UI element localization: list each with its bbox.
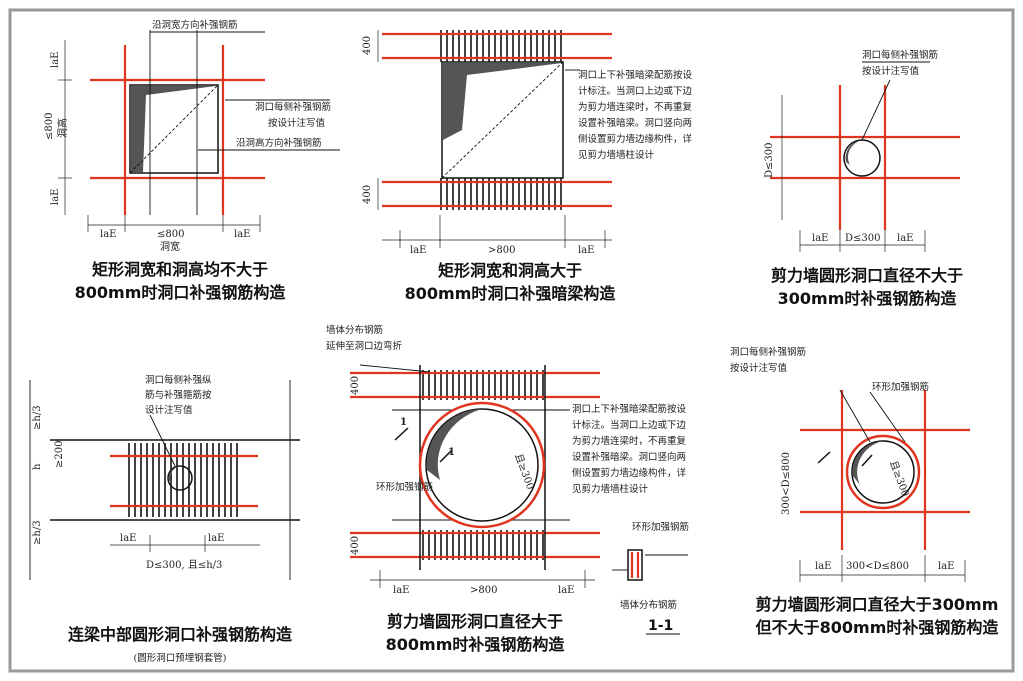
dim-D: D≤300, 且≤h/3 <box>146 559 222 571</box>
dim-D: D≤300 <box>845 233 880 244</box>
note-d4-l1: 洞口每侧补强纵 <box>145 374 212 386</box>
dim-laE-left: laE <box>120 533 136 544</box>
dim-laE-top: laE <box>50 52 61 68</box>
dim-laE-right: laE <box>234 229 250 240</box>
caption-2-line1: 矩形洞宽和洞高大于 <box>438 261 582 280</box>
note-sec-dist: 墙体分布钢筋 <box>620 599 677 611</box>
note-d3-l1: 洞口每侧补强钢筋 <box>862 49 938 61</box>
note-d5-r6: 见剪力墙墙柱设计 <box>572 483 649 495</box>
dim-width: >800 <box>470 585 497 596</box>
caption-5-line2: 800mm时补强钢筋构造 <box>386 635 566 654</box>
dim-400-bottom: 400 <box>350 536 361 555</box>
ring-rebar <box>418 401 546 529</box>
section-1-1: 环形加强钢筋 墙体分布钢筋 1-1 <box>612 521 689 635</box>
note-ring: 环形加强钢筋 <box>376 481 433 493</box>
dim-h: h <box>32 463 43 470</box>
dim-width: ≤800 <box>157 229 184 240</box>
note-d6-l1: 洞口每侧补强钢筋 <box>730 346 806 358</box>
note-each-side-1: 洞口每侧补强钢筋 <box>255 101 331 113</box>
caption-1-line2: 800mm时洞口补强钢筋构造 <box>75 283 287 302</box>
dim-laE-right: laE <box>208 533 224 544</box>
caption-2-line2: 800mm时洞口补强暗梁构造 <box>405 284 617 303</box>
dim-h3-top: ≥h/3 <box>32 405 43 430</box>
hole-height-label: 洞高 <box>56 118 69 138</box>
dim-400-top: 400 <box>362 36 373 55</box>
dim-laE-bottom: laE <box>50 189 61 205</box>
dim-laE-left: laE <box>815 561 831 572</box>
note-d3-l2: 按设计注写值 <box>862 65 920 77</box>
dim-400-top: 400 <box>350 376 361 395</box>
note-d2-l1: 洞口上下补强暗梁配筋按设 <box>578 69 693 81</box>
note-d5-top-2: 延伸至洞口边弯折 <box>326 340 403 352</box>
hole-outline <box>129 84 219 174</box>
note-d4-l2: 筋与补强箍筋按 <box>145 389 212 401</box>
dim-laE-right: laE <box>558 585 574 596</box>
dim-laE-left: laE <box>100 229 116 240</box>
diagram-rect-hole-small: laE ≤800 laE 洞宽 ≤800 洞高 laE laE 沿洞宽方向补强钢… <box>44 19 340 302</box>
hole-shadow <box>131 86 216 172</box>
note-d5-r4: 设置补强暗梁。洞口竖向两 <box>572 451 686 463</box>
caption-6-line2: 但不大于800mm时补强钢筋构造 <box>756 618 1000 637</box>
note-d2-l2: 计标注。当洞口上边或下边 <box>578 85 693 97</box>
note-d2-l3: 为剪力墙连梁时，不再重复 <box>578 101 693 113</box>
note-d2-l4: 设置补强暗梁。洞口竖向两 <box>578 117 692 129</box>
dim-D-vert: 300<D≤800 <box>781 452 792 515</box>
section-mark-1: 1 <box>400 417 407 428</box>
caption-4: 连梁中部圆形洞口补强钢筋构造 <box>68 625 293 644</box>
caption-5-line1: 剪力墙圆形洞口直径大于 <box>387 612 563 631</box>
diagram-circle-large: 1 1 laE >800 laE 400 400 且≥300 墙体分布钢筋 延伸… <box>326 324 687 654</box>
dim-400-bottom: 400 <box>362 185 373 204</box>
section-label: 1-1 <box>648 618 673 634</box>
caption-3-line2: 300mm时补强钢筋构造 <box>778 289 958 308</box>
note-d5-r5: 侧设置剪力墙边缘构件，详 <box>572 467 687 479</box>
diagram-circle-medium: laE 300<D≤800 laE 300<D≤800 且≥300 洞口每侧补强… <box>730 346 999 637</box>
caption-4-sub: (圆形洞口预埋钢套管) <box>134 652 227 664</box>
note-d6-ring: 环形加强钢筋 <box>872 381 929 393</box>
note-d4-l3: 设计注写值 <box>145 404 193 416</box>
note-each-side-2: 按设计注写值 <box>268 117 326 129</box>
sheet-border <box>8 8 1015 673</box>
dim-height: ≤800 <box>44 113 55 140</box>
caption-3-line1: 剪力墙圆形洞口直径不大于 <box>771 266 963 285</box>
note-height-rebar: 沿洞高方向补强钢筋 <box>236 137 322 149</box>
hole-width-label: 洞宽 <box>160 240 180 253</box>
dim-width: >800 <box>488 245 515 256</box>
dim-200: ≥200 <box>54 441 65 468</box>
note-d6-l2: 按设计注写值 <box>730 362 788 374</box>
diagram-coupling-beam: laE laE D≤300, 且≤h/3 h ≥h/3 ≥h/3 ≥200 洞口… <box>29 374 300 664</box>
note-d5-r3: 为剪力墙连梁时，不再重复 <box>572 435 687 447</box>
dim-laE-left: laE <box>812 233 828 244</box>
caption-6-line1: 剪力墙圆形洞口直径大于300mm <box>756 595 999 614</box>
dim-laE-right: laE <box>897 233 913 244</box>
dim-laE-right: laE <box>938 561 954 572</box>
dim-D: 300<D≤800 <box>846 561 909 572</box>
dim-laE-right: laE <box>578 245 594 256</box>
diagram-circle-small: laE D≤300 laE D≤300 洞口每侧补强钢筋 按设计注写值 剪力墙圆… <box>764 49 963 308</box>
note-d5-top-1: 墙体分布钢筋 <box>326 324 383 336</box>
dim-laE-left: laE <box>393 585 409 596</box>
note-sec-ring: 环形加强钢筋 <box>632 521 689 533</box>
hole-circle <box>843 139 881 177</box>
caption-1-line1: 矩形洞宽和洞高均不大于 <box>92 260 268 279</box>
note-width-rebar: 沿洞宽方向补强钢筋 <box>152 19 238 31</box>
note-d5-r1: 洞口上下补强暗梁配筋按设 <box>572 403 687 415</box>
note-d2-l6: 见剪力墙墙柱设计 <box>578 149 655 161</box>
note-d2-l5: 侧设置剪力墙边缘构件，详 <box>578 133 693 145</box>
section-mark-2: 1 <box>448 447 455 458</box>
dim-D-vert: D≤300 <box>764 143 775 178</box>
dim-laE-left: laE <box>410 245 426 256</box>
ring-rebar <box>845 434 921 510</box>
note-d5-r2: 计标注。当洞口上边或下边 <box>572 419 687 431</box>
diagram-rect-hole-large: 400 400 laE >800 laE 洞口上下补强暗梁配筋按设 计标注。当洞… <box>362 30 693 303</box>
dim-h3-bot: ≥h/3 <box>32 520 43 545</box>
